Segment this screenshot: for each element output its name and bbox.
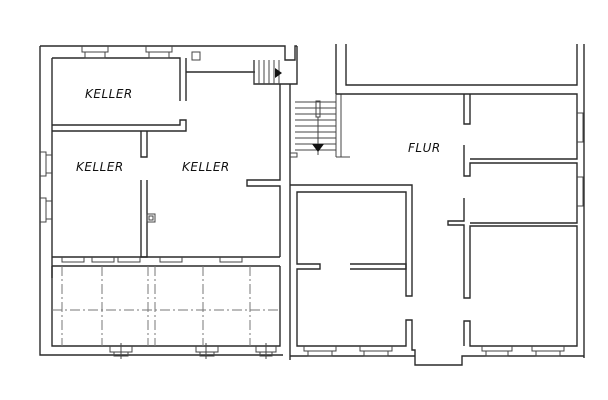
- room-label-keller-3: KELLER: [182, 160, 230, 174]
- room-labels: KELLER KELLER KELLER FLUR: [76, 87, 441, 174]
- stairs-upper: [253, 60, 282, 84]
- stairs-main: [290, 94, 350, 158]
- right-walls: [290, 44, 585, 366]
- room-label-flur: FLUR: [408, 141, 441, 155]
- room-label-keller-2: KELLER: [76, 160, 124, 174]
- room-label-keller-1: KELLER: [85, 87, 133, 101]
- outer-walls: [39, 45, 298, 360]
